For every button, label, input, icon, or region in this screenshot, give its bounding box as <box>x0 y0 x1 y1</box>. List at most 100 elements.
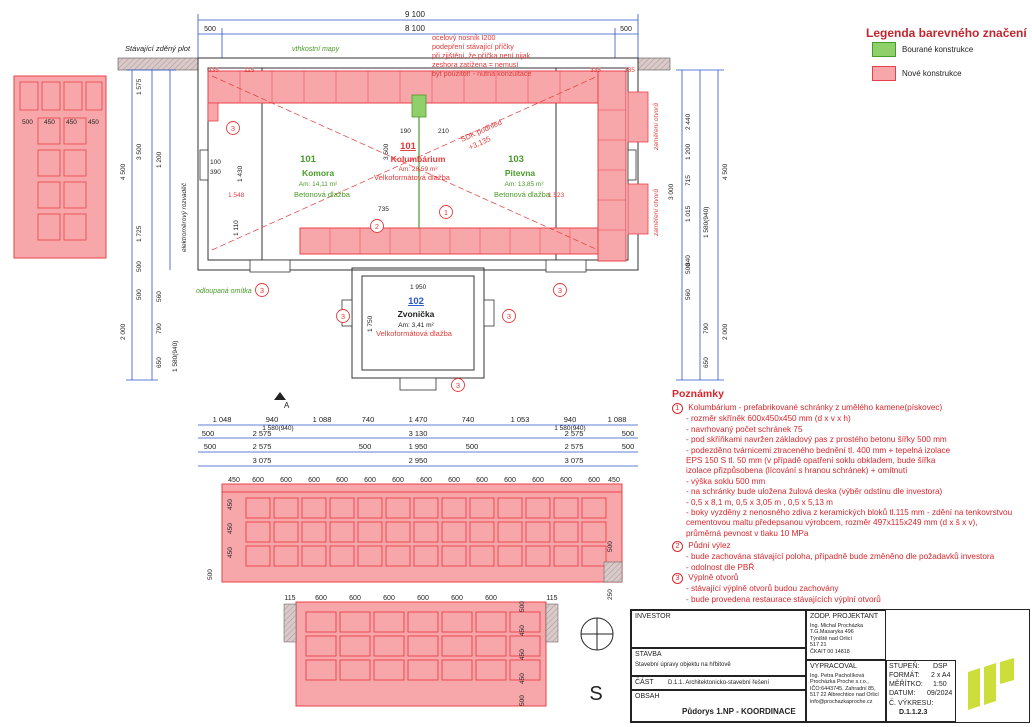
room-102-area: Am: 3,41 m² <box>398 322 434 329</box>
room-103-floor: Betonová dlažba <box>494 190 551 199</box>
bdim3-5: 2 575 <box>565 442 584 451</box>
title-block: INVESTOR STAVBA Stavební úpravy objektu … <box>630 609 1030 723</box>
tb-format-value: 2 x A4 <box>931 672 951 679</box>
inner-dim-190: 190 <box>400 128 411 135</box>
logo-mark-icon <box>968 658 1014 710</box>
right-dim-6: 1 015 <box>685 205 692 222</box>
note-1-line-11: cementovou maltu předepsanou výrobcem, r… <box>686 518 978 528</box>
left-dim-6: 500 <box>136 261 143 272</box>
marker-label-1: 3 <box>231 124 235 133</box>
north-arrow-icon <box>580 617 614 651</box>
tb-investor-label: INVESTOR <box>635 613 671 620</box>
bdim3-0: 500 <box>359 442 372 451</box>
right-side-label-1: zaměření otvorů <box>652 103 660 151</box>
edim-13: 600 <box>588 477 600 484</box>
tb-vykres-value: D.1.1.2.3 <box>899 709 928 716</box>
bdim3-3: 500 <box>204 442 217 451</box>
left-dim-3: 3 500 <box>136 143 143 160</box>
inner-dim-1430: 1 430 <box>237 165 244 182</box>
section-mark-label: A <box>284 401 290 410</box>
bdim4-1: 2 950 <box>409 456 428 465</box>
right-dim-8: 840 <box>685 255 692 266</box>
right-dim-10: 500 <box>685 263 692 274</box>
bottom-dim-lines <box>198 424 638 467</box>
note-3-line-2: - bude provedena restaurace stávajících … <box>686 594 881 604</box>
right-dim-3: 715 <box>685 175 692 186</box>
notes-title: Poznámky <box>672 388 724 400</box>
room-101-area: Am: 14,11 m² <box>299 181 338 188</box>
right-dim-12: 790 <box>703 323 710 334</box>
bdim3-4: 2 575 <box>253 442 272 451</box>
ldim-4: 600 <box>417 595 429 602</box>
lower-side-dims: 500 450 450 450 500 <box>519 601 526 706</box>
edim-2: 600 <box>280 477 292 484</box>
marker-labels: 3 1 2 3 3 3 3 3 <box>231 124 562 390</box>
room-101-komora: 101 Komora Am: 14,11 m² Betonová dlažba <box>294 154 351 199</box>
room-kolumbarium-num: 101 <box>400 141 417 152</box>
room-101-kolumbarium: 101 Kolumbárium Am: 28,59 m² Velkoformát… <box>374 141 451 182</box>
room-102-floor: Velkoformátová dlažba <box>376 329 453 338</box>
right-dim-1: 2 440 <box>685 113 692 130</box>
edim-5: 600 <box>364 477 376 484</box>
tb-vyprac-line-4: info@prochazkaproche.cz <box>810 698 873 705</box>
inner-dim-3500: 3 500 <box>383 143 390 160</box>
bdim2-3: 3 130 <box>409 429 428 438</box>
ldim-7: 115 <box>546 595 557 602</box>
esdim-1: 450 <box>227 523 234 534</box>
right-dim-2: 1 200 <box>685 143 692 160</box>
bdim2-2: 1 580(940) <box>262 425 293 432</box>
note-2: 2 Půdní výlez - bude zachována stávající… <box>672 541 1027 573</box>
legend-title: Legenda barevného značení <box>866 26 1027 40</box>
note-1-line-6: izolace přizpůsobena (lícování s hranou … <box>686 466 908 476</box>
bdim2-6: 500 <box>622 429 635 438</box>
bdim1-2: 1 088 <box>313 415 332 424</box>
room-103-num: 103 <box>508 154 524 165</box>
room-102-zvonicka: 102 Zvonička Am: 3,41 m² Velkoformátová … <box>376 296 453 338</box>
left-elev-dim-4: 450 <box>88 119 99 126</box>
tb-investor: INVESTOR <box>631 610 806 648</box>
tb-stupen-label: STUPEŇ: <box>889 663 920 670</box>
edim-8: 600 <box>448 477 460 484</box>
left-elevation: 500 450 450 450 <box>13 75 107 259</box>
tb-vyprac-line-0: Ing. Petra Pacholíková <box>810 673 865 679</box>
bdim1-6: 1 053 <box>511 415 530 424</box>
right-dim-7: 1 580(940) <box>703 207 710 238</box>
tb-cast: ČÁST D.1.1. Architektonicko-stavební řeš… <box>631 676 806 690</box>
lsdim-3: 450 <box>519 673 526 684</box>
fence-wall-left <box>117 57 199 71</box>
left-dim-1: 1 575 <box>136 78 143 95</box>
beam-note: ocelový nosník I200 podepření stávající … <box>432 33 532 78</box>
tb-vyprac-label: VYPRACOVAL <box>810 663 857 670</box>
bdim4-0: 3 075 <box>253 456 272 465</box>
dim-top-total: 9 100 <box>405 10 426 19</box>
top-dimensions <box>197 14 639 58</box>
tb-vykres-label: Č. VÝKRESU: <box>889 700 934 707</box>
lower-elev-dims: 115 600 600 600 600 600 600 115 <box>284 595 557 602</box>
inner-dim-1750: 1 750 <box>367 315 374 332</box>
drain-label: odloupaná omítka <box>196 288 252 295</box>
tb-vyprac-line-1: Procházka Proche s.r.o., <box>810 679 869 686</box>
marker-label-2: 1 <box>444 208 448 217</box>
note-1: 1 Kolumbárium - prefabrikované schránky … <box>672 403 1027 539</box>
inner-dim-1110: 1 110 <box>233 220 240 236</box>
note-1-line-12: průměrná pevnost v tlaku 10 MPa <box>686 528 809 538</box>
tb-stupen-value: DSP <box>933 663 948 670</box>
inner-dim-1548: 1 548 <box>228 192 245 199</box>
left-dim-7: 500 <box>136 289 143 300</box>
left-dim-11: 650 <box>156 357 163 368</box>
bdim1-3: 740 <box>362 415 375 424</box>
tb-cast-value: D.1.1. Architektonicko-stavební řešení <box>668 680 770 686</box>
lower-elevation <box>283 601 559 707</box>
fence-wall-right <box>637 57 671 71</box>
esdim-5: 500 <box>607 541 614 552</box>
tb-obsah-label: OBSAH <box>635 693 660 700</box>
bdim1-0: 1 048 <box>213 415 232 424</box>
ldim-0: 115 <box>284 595 295 602</box>
note-1-line-3: - pod skříňkami navržen základový pas z … <box>686 435 947 445</box>
room-kolumbarium-area: Am: 28,59 m² <box>398 166 438 173</box>
esdim-4: 500 <box>207 569 214 580</box>
sdk-diagonals <box>211 75 599 251</box>
note-1-line-2: - navrhovaný počet schránek 75 <box>686 424 803 434</box>
elevation-side-dims: 450 450 450 500 500 250 <box>207 499 614 600</box>
marker-label-8: 3 <box>456 381 460 390</box>
